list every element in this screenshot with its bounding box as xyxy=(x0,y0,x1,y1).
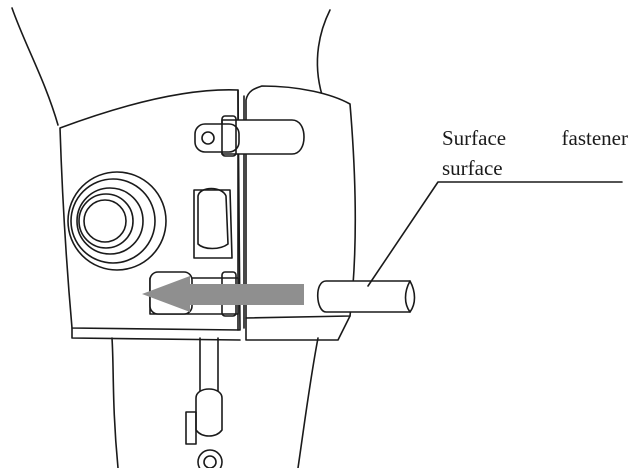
upper-buckle xyxy=(194,123,240,153)
lower-stay xyxy=(199,337,219,399)
lower-strap-tail-end xyxy=(404,280,411,313)
knee-joint-outer-ring xyxy=(67,171,167,271)
lower-stay-ring-inner xyxy=(203,455,217,468)
callout-word-surface: Surface xyxy=(442,126,507,150)
brace-left-panel xyxy=(59,89,241,331)
callout-word-surface-2: surface xyxy=(442,156,503,180)
callout-label-line-1: Surface fastener xyxy=(442,128,628,149)
knee-joint-inner xyxy=(83,199,127,243)
upper-strap xyxy=(221,119,305,155)
callout-label-line-2: surface xyxy=(442,158,503,179)
knee-joint-ring-2 xyxy=(70,178,156,264)
lower-stay-tab xyxy=(185,411,197,445)
lower-strap-tail xyxy=(316,280,416,313)
upper-buckle-hole xyxy=(201,131,215,145)
middle-pad-inner xyxy=(197,187,229,250)
brace-left-panel-edge xyxy=(71,327,241,341)
knee-joint-ring-3 xyxy=(76,187,144,255)
callout-leader-line xyxy=(367,181,623,287)
knee-joint-ring-4 xyxy=(78,193,134,249)
thigh-outline-left xyxy=(11,7,59,126)
brace-right-panel-bottom-edge xyxy=(245,315,351,341)
lower-stay-clip xyxy=(195,388,223,437)
upper-buckle-loop xyxy=(221,115,237,157)
thigh-outline-right xyxy=(316,9,331,96)
lower-stay-ring xyxy=(197,449,223,468)
lower-leg-outline-right xyxy=(297,337,319,468)
callout-word-fastener: fastener xyxy=(561,126,628,150)
pull-direction-arrow xyxy=(142,276,304,312)
lower-leg-outline-left xyxy=(111,337,119,468)
